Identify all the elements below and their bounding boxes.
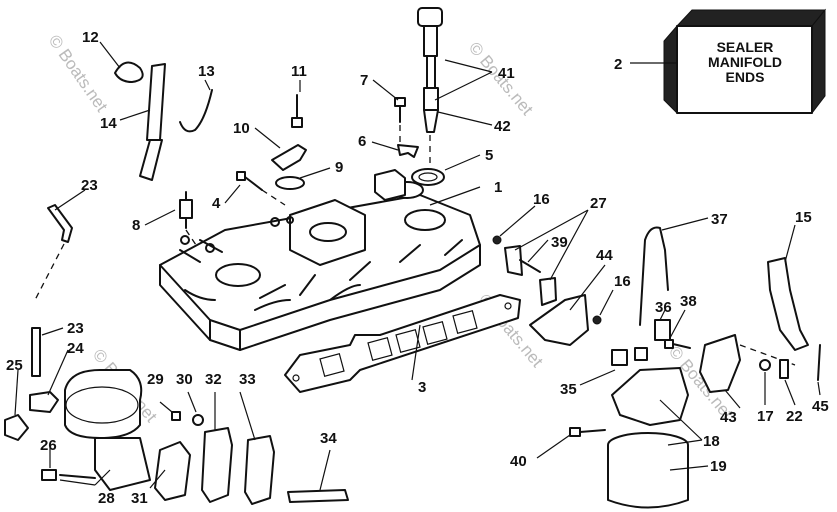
callout-10: 10 bbox=[233, 120, 250, 137]
leader-lines bbox=[14, 41, 821, 491]
clip-27 bbox=[539, 277, 557, 306]
hose-14-lower bbox=[139, 139, 163, 181]
spacer-22 bbox=[779, 359, 789, 379]
hose-14 bbox=[146, 63, 166, 141]
callout-24: 24 bbox=[67, 340, 84, 357]
dipstick-tube bbox=[417, 7, 443, 165]
filter-base-18 bbox=[611, 319, 689, 426]
screw-4 bbox=[236, 171, 286, 206]
fuel-line-37 bbox=[639, 226, 669, 326]
callout-8: 8 bbox=[132, 217, 140, 234]
bracket-44 bbox=[529, 294, 589, 346]
carb-gasket-ring bbox=[411, 168, 445, 186]
fuel-pump-28 bbox=[41, 369, 151, 491]
callout-42: 42 bbox=[494, 118, 511, 135]
callout-6: 6 bbox=[358, 133, 366, 150]
callout-44: 44 bbox=[596, 247, 613, 264]
nut-16-upper bbox=[492, 235, 502, 245]
gasket-31 bbox=[154, 441, 191, 501]
callout-4: 4 bbox=[212, 195, 221, 212]
callout-34: 34 bbox=[320, 430, 337, 447]
callout-22: 22 bbox=[786, 408, 803, 425]
bolt-38 bbox=[664, 339, 691, 349]
screw-7 bbox=[394, 97, 406, 145]
callout-32: 32 bbox=[205, 371, 222, 388]
stud-45 bbox=[817, 344, 821, 381]
callout-35: 35 bbox=[560, 381, 577, 398]
callout-31: 31 bbox=[131, 490, 148, 507]
callout-29: 29 bbox=[147, 371, 164, 388]
callout-14: 14 bbox=[100, 115, 117, 132]
rod-34 bbox=[287, 489, 349, 503]
callout-38: 38 bbox=[680, 293, 697, 310]
bracket-10 bbox=[271, 144, 307, 171]
callout-36: 36 bbox=[655, 299, 672, 316]
callout-33: 33 bbox=[239, 371, 256, 388]
sealer-box: SEALER MANIFOLD ENDS bbox=[663, 8, 827, 115]
callout-11: 11 bbox=[291, 63, 307, 80]
callout-16a: 16 bbox=[533, 191, 550, 208]
oil-filter-19 bbox=[607, 432, 689, 509]
intake-manifold bbox=[159, 169, 481, 351]
fitting-24 bbox=[29, 391, 59, 413]
clamp-12 bbox=[114, 61, 144, 83]
callout-23b: 23 bbox=[67, 320, 84, 337]
nut-16-lower bbox=[592, 315, 602, 325]
gasket-9 bbox=[275, 176, 305, 190]
bolt-11 bbox=[291, 94, 303, 128]
box-label-line1: SEALER bbox=[717, 39, 774, 55]
callout-17: 17 bbox=[757, 408, 774, 425]
fitting-25 bbox=[4, 414, 29, 441]
box-label-line2: MANIFOLD bbox=[708, 54, 782, 70]
screw-29 bbox=[171, 411, 181, 421]
callout-7: 7 bbox=[360, 72, 368, 89]
sender-8 bbox=[179, 191, 199, 249]
callout-27: 27 bbox=[590, 195, 607, 212]
callout-45: 45 bbox=[812, 398, 829, 415]
manifold-gasket bbox=[284, 294, 521, 393]
fuel-line-23 bbox=[31, 204, 73, 377]
callout-16b: 16 bbox=[614, 273, 631, 290]
callout-28: 28 bbox=[98, 490, 115, 507]
callout-12: 12 bbox=[82, 29, 99, 46]
callout-39: 39 bbox=[551, 234, 568, 251]
callout-19: 19 bbox=[710, 458, 727, 475]
callout-9: 9 bbox=[335, 159, 343, 176]
callout-3: 3 bbox=[418, 379, 426, 396]
box-label-line3: ENDS bbox=[726, 69, 765, 85]
callout-37: 37 bbox=[711, 211, 728, 228]
washer-17 bbox=[759, 359, 771, 371]
screw-39 bbox=[519, 259, 541, 273]
callout-18: 18 bbox=[703, 433, 720, 450]
callout-2: 2 bbox=[614, 56, 622, 73]
callout-26: 26 bbox=[40, 437, 57, 454]
callout-25: 25 bbox=[6, 357, 23, 374]
gasket-33 bbox=[244, 435, 275, 505]
callout-13: 13 bbox=[198, 63, 215, 80]
callout-40: 40 bbox=[510, 453, 527, 470]
washer-30 bbox=[192, 414, 204, 426]
callout-43: 43 bbox=[720, 409, 737, 426]
callout-41: 41 bbox=[498, 65, 515, 82]
bracket-27 bbox=[504, 245, 523, 276]
callout-5: 5 bbox=[485, 147, 493, 164]
callout-23a: 23 bbox=[81, 177, 98, 194]
plate-32 bbox=[201, 427, 233, 503]
callout-numbers: 1 2 3 4 5 6 7 8 9 10 11 12 13 14 15 16 1… bbox=[6, 29, 829, 507]
clip-part bbox=[397, 144, 419, 158]
wire-13 bbox=[179, 89, 213, 133]
callout-1: 1 bbox=[494, 179, 502, 196]
bracket-15 bbox=[767, 257, 809, 351]
callout-30: 30 bbox=[176, 371, 193, 388]
housing-43 bbox=[699, 334, 741, 393]
bolt-40 bbox=[569, 427, 606, 437]
callout-15: 15 bbox=[795, 209, 812, 226]
